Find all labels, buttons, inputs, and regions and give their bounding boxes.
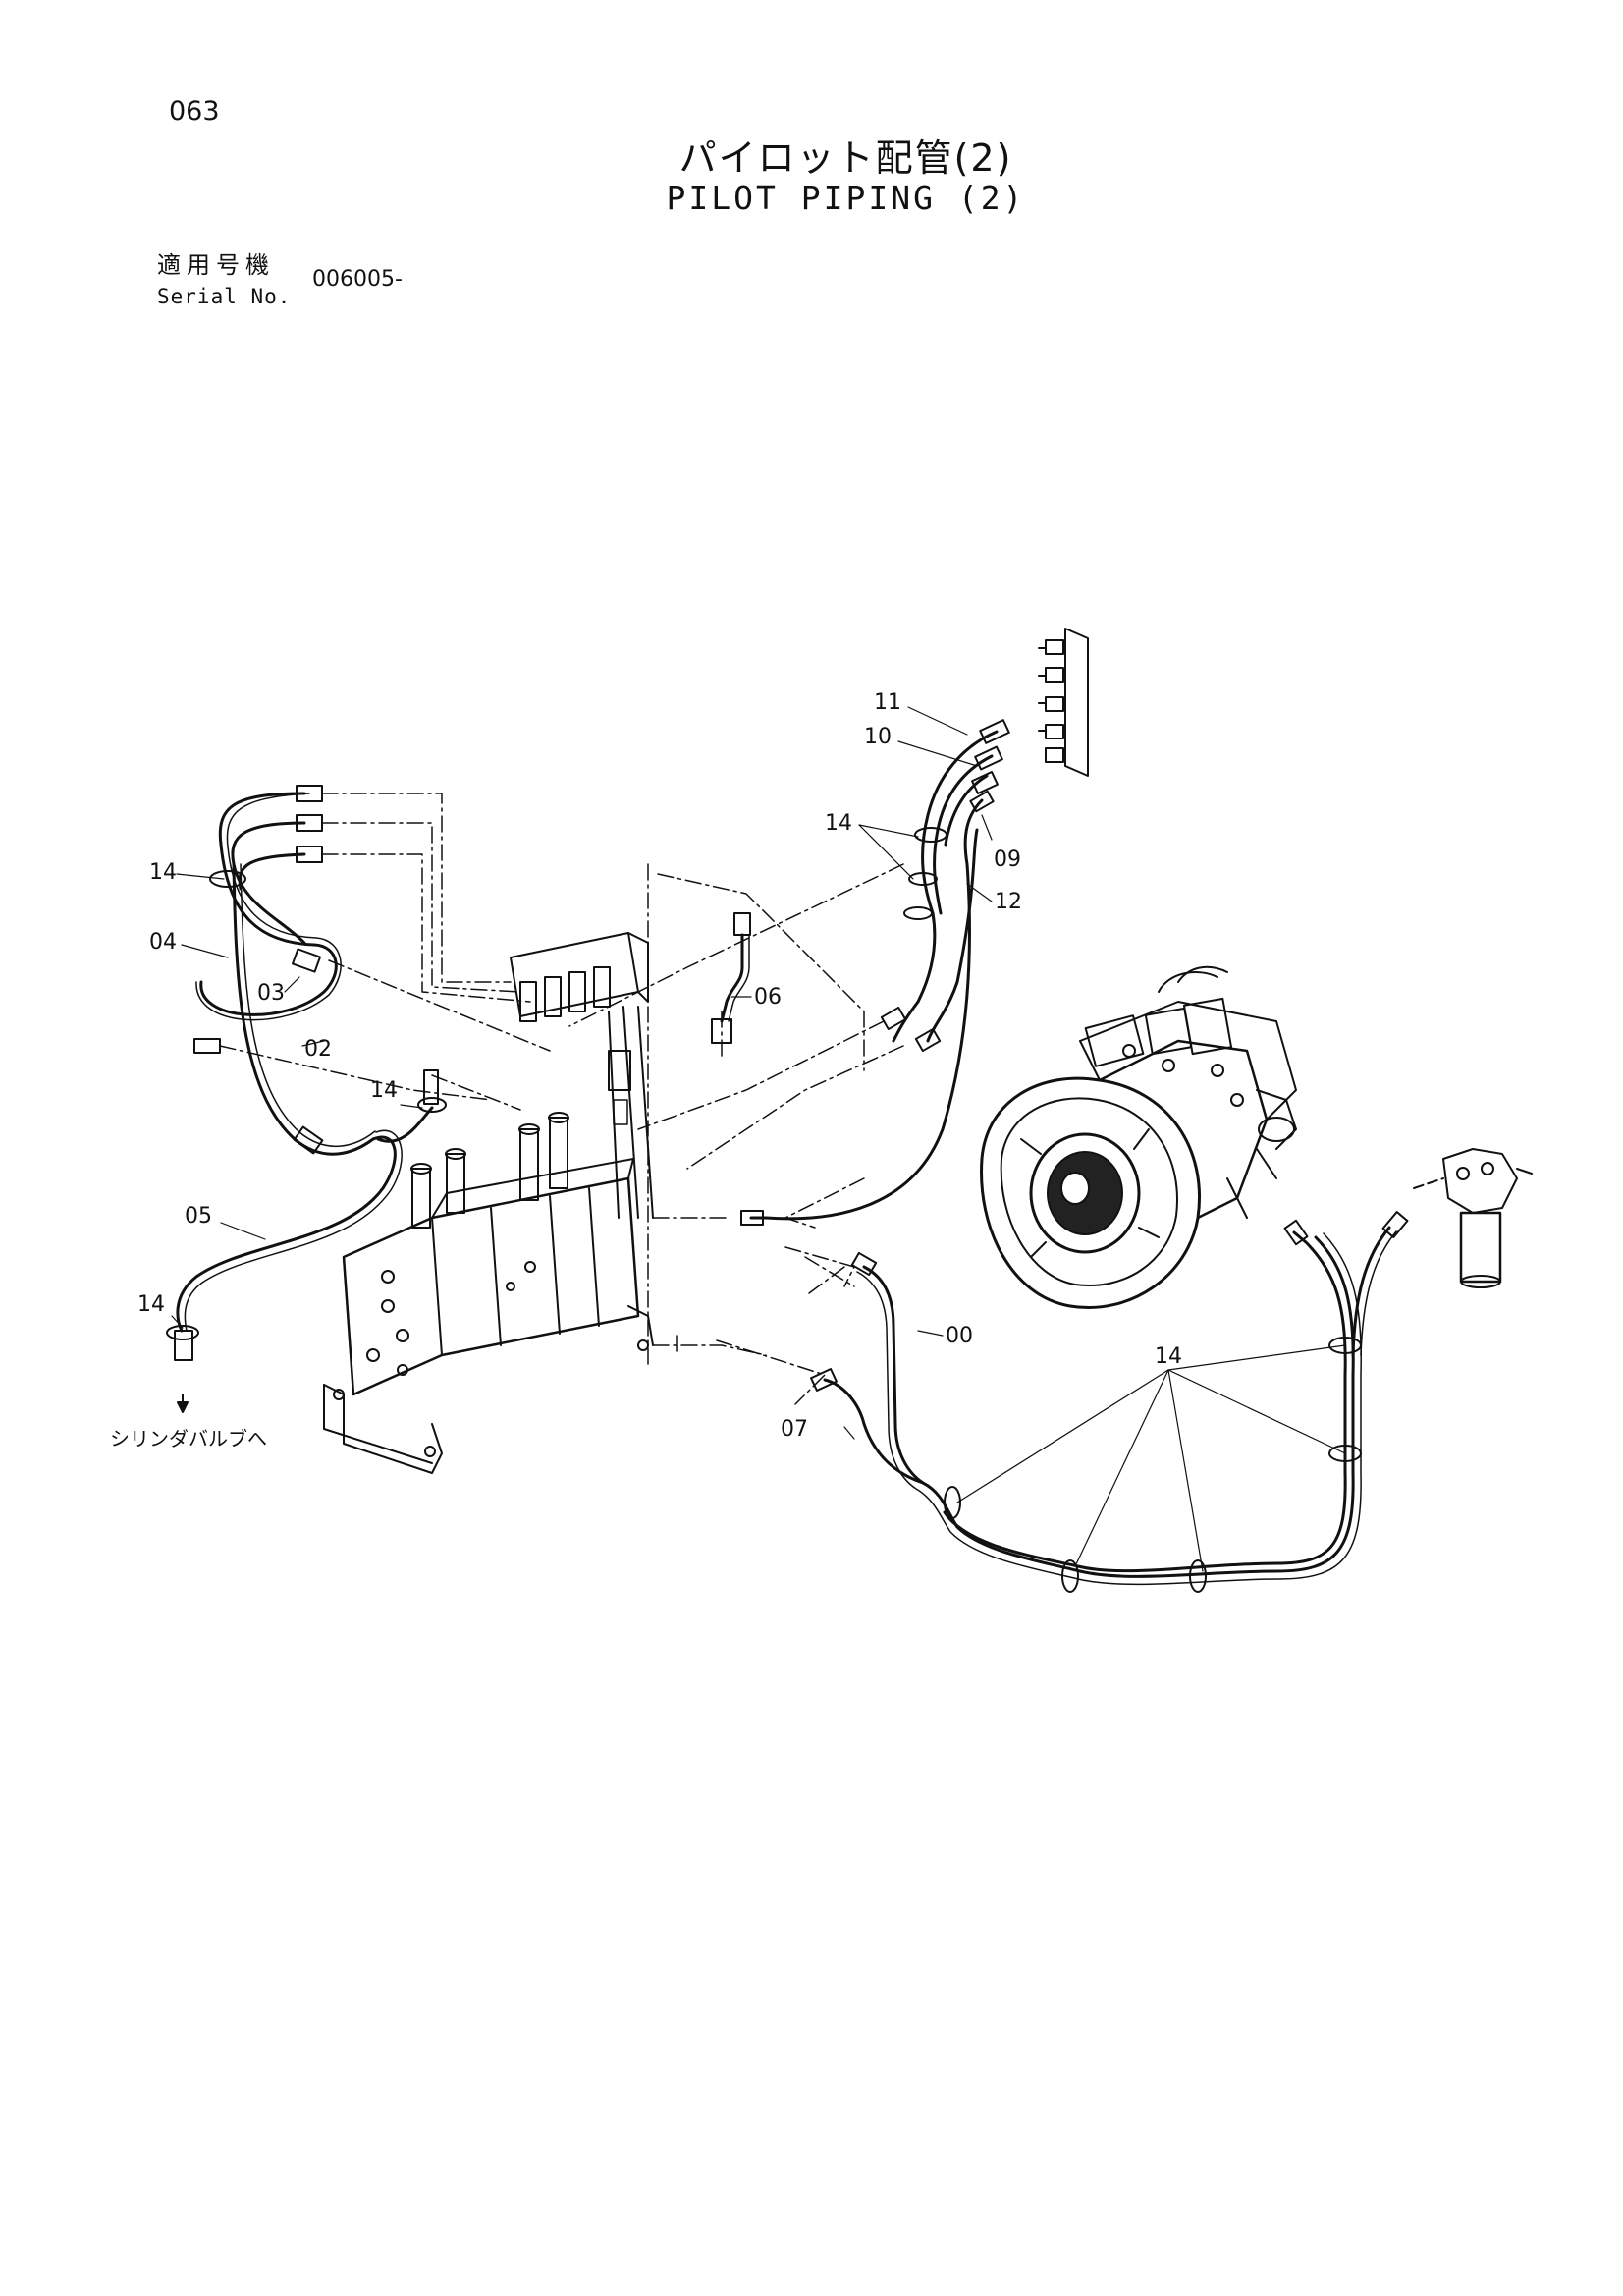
hose-00-07 [810, 1211, 1409, 1593]
callout-14-right: 14 [825, 811, 852, 836]
callout-00: 00 [946, 1324, 973, 1348]
pilot-filter [1413, 1148, 1533, 1288]
callout-05: 05 [185, 1204, 212, 1229]
left-routing-lines [219, 793, 865, 1366]
page-title-en: PILOT PIPING (2) [666, 179, 1026, 217]
control-valve-assembly [323, 1112, 654, 1474]
callout-02: 02 [304, 1037, 332, 1062]
page-title-jp: パイロット配管(2) [678, 137, 1013, 180]
page-number: 063 [169, 96, 220, 127]
callout-12: 12 [995, 890, 1022, 914]
serial-label-jp: 適用号機 [157, 251, 275, 279]
callout-14-upper-left: 14 [149, 860, 177, 885]
pilot-terminal-plate [1038, 628, 1089, 777]
serial-label-en: Serial No. [157, 285, 292, 308]
leader-lines [171, 706, 1346, 1572]
callout-10: 10 [864, 725, 892, 749]
down-arrow-icon [177, 1401, 189, 1413]
callout-14-lower-left: 14 [137, 1292, 165, 1317]
callout-03: 03 [257, 981, 285, 1006]
callout-09: 09 [994, 847, 1021, 872]
callout-07: 07 [781, 1417, 808, 1442]
right-routing-lines [568, 863, 904, 1405]
callout-14-bottom: 14 [1155, 1344, 1182, 1369]
serial-number-value: 006005- [312, 267, 403, 292]
hose-06 [711, 912, 751, 1044]
hydraulic-pump-assembly [980, 965, 1297, 1309]
callout-11: 11 [874, 690, 901, 715]
right-hose-bundle [740, 719, 1010, 1226]
callout-06: 06 [754, 985, 782, 1010]
left-hose-bundle [166, 785, 447, 1361]
callout-14-middle: 14 [370, 1078, 398, 1103]
solenoid-valve-block [510, 932, 654, 1219]
callout-04: 04 [149, 930, 177, 955]
to-cylinder-valve-note: シリンダバルブへ [110, 1427, 267, 1450]
